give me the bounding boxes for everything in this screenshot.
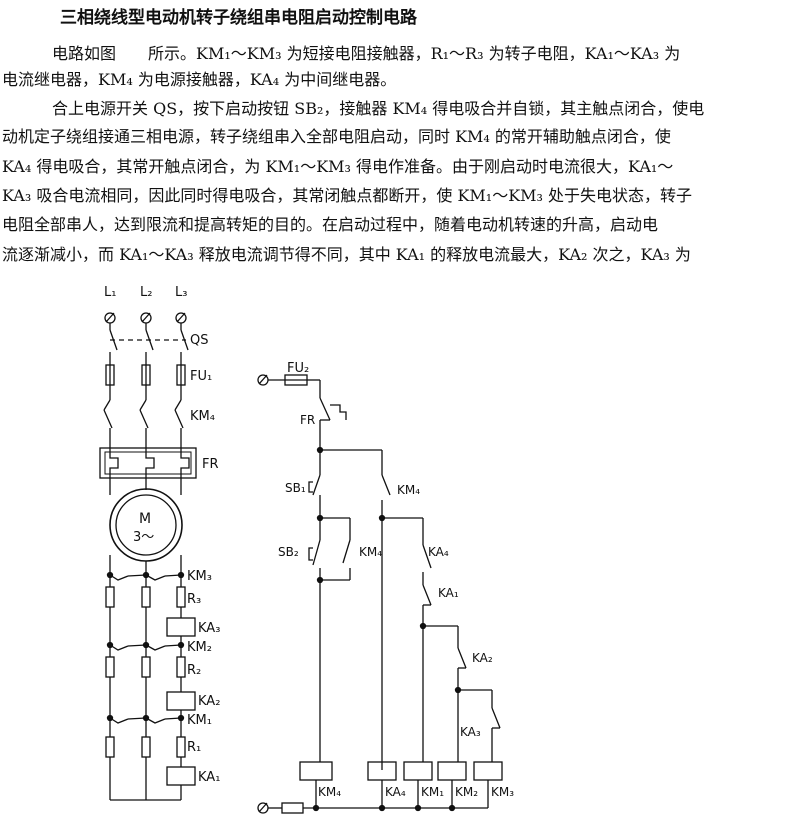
fr-thermal-relay xyxy=(99,447,197,479)
label-L1: L₁ xyxy=(104,285,116,300)
coil-km2 xyxy=(437,761,467,781)
control-terminal-bottom xyxy=(257,802,269,814)
label-coil-KA4: KA₄ xyxy=(385,785,406,799)
label-SB2: SB₂ xyxy=(278,545,299,559)
paragraph-1-line-2: 电流继电器，KM₄ 为电源接触器，KA₄ 为中间继电器。 xyxy=(2,70,397,89)
sb2-start-button xyxy=(308,539,321,580)
bottom-fuse xyxy=(281,802,304,814)
label-R1: R₁ xyxy=(187,740,201,755)
label-L3: L₃ xyxy=(175,285,187,300)
r3-resistors xyxy=(105,585,186,640)
paragraph-2-line-2: 动机定子绕组接通三相电源，转子绕组串入全部电阻启动，同时 KM₄ 的常开辅助触点… xyxy=(2,127,671,146)
paragraph-2-line-6: 流逐渐减小，而 KA₁～KA₃ 释放电流调节得不同，其中 KA₁ 的释放电流最大… xyxy=(2,245,691,264)
label-KA2: KA₂ xyxy=(198,694,220,709)
label-KA2-contact: KA₂ xyxy=(472,651,493,665)
ka4-contact xyxy=(422,544,432,585)
ka1-contact xyxy=(422,584,432,626)
motor-phase-label: 3～ xyxy=(133,530,154,545)
r2-resistors xyxy=(105,655,186,715)
paragraph-2-line-3: KA₄ 得电吸合，其常开触点闭合，为 KM₁～KM₃ 得电作准备。由于刚启动时电… xyxy=(2,157,674,176)
coil-km4 xyxy=(299,761,333,781)
document-title: 三相绕线型电动机转子绕组串电阻启动控制电路 xyxy=(60,8,417,28)
ka1-coil xyxy=(166,766,196,786)
phase-terminals xyxy=(104,312,187,324)
label-FU2: FU₂ xyxy=(287,361,309,376)
paragraph-1-line-1: 电路如图 所示。KM₁～KM₃ 为短接电阻接触器，R₁～R₃ 为转子电阻，KA₁… xyxy=(52,44,681,63)
label-KM2-main: KM₂ xyxy=(187,640,212,655)
main-circuit: L₁ L₂ L₃ QS FU₁ xyxy=(99,285,220,801)
fr-nc-contact xyxy=(319,397,347,450)
label-FR-control: FR xyxy=(300,413,315,427)
r1-resistors xyxy=(105,735,186,800)
km4-aux-contact-top xyxy=(381,474,391,770)
label-KM4-contact-hold: KM₄ xyxy=(359,545,382,559)
km1-bypass-contacts xyxy=(106,714,185,735)
paragraph-2-line-5: 电阻全部串人，达到限流和提高转矩的目的。在启动过程中，随着电动机转速的升高，启动… xyxy=(2,215,659,234)
coil-km1 xyxy=(403,761,433,781)
label-KA3-contact: KA₃ xyxy=(460,725,481,739)
label-KM4-contact-top: KM₄ xyxy=(397,483,420,497)
label-R3: R₃ xyxy=(187,592,201,607)
label-KM1-main: KM₁ xyxy=(187,713,212,728)
label-KA3: KA₃ xyxy=(198,621,220,636)
paragraph-2-line-1: 合上电源开关 QS，按下启动按钮 SB₂，接触器 KM₄ 得电吸合并自锁，其主触… xyxy=(52,99,705,118)
label-KA4-contact: KA₄ xyxy=(428,545,449,559)
km2-bypass-contacts xyxy=(106,640,185,655)
sb1-stop-button xyxy=(308,450,321,518)
label-R2: R₂ xyxy=(187,663,201,678)
control-circuit: FU₂ FR SB₁ KM₄ xyxy=(257,361,514,814)
label-coil-KM1: KM₁ xyxy=(421,785,444,799)
label-SB1: SB₁ xyxy=(285,481,306,495)
label-QS: QS xyxy=(190,333,208,348)
qs-switch xyxy=(109,323,189,365)
label-coil-KM2: KM₂ xyxy=(455,785,478,799)
label-coil-KM4: KM₄ xyxy=(318,785,341,799)
ka2-coil xyxy=(166,691,196,711)
label-KA1: KA₁ xyxy=(198,770,220,785)
paragraph-2-line-4: KA₃ 吸合电流相同，因此同时得电吸合，其常闭触点都断开，使 KM₁～KM₃ 处… xyxy=(2,186,693,205)
ka3-coil xyxy=(166,617,196,637)
fu1-fuses xyxy=(105,364,186,400)
label-coil-KM3: KM₃ xyxy=(491,785,514,799)
label-L2: L₂ xyxy=(140,285,152,300)
ka3-contact xyxy=(491,707,501,762)
label-FU1: FU₁ xyxy=(190,369,212,384)
label-KM4-main: KM₄ xyxy=(190,409,215,424)
document-text: 三相绕线型电动机转子绕组串电阻启动控制电路 电路如图 所示。KM₁～KM₃ 为短… xyxy=(0,0,807,270)
km3-bypass-contacts xyxy=(106,571,185,585)
ka2-contact xyxy=(457,647,467,690)
label-FR-main: FR xyxy=(202,457,219,472)
motor-label: M xyxy=(139,511,151,527)
label-KM3-main: KM₃ xyxy=(187,569,212,584)
km4-main-contacts xyxy=(103,399,184,448)
km4-hold-contact xyxy=(316,539,351,762)
coil-km3 xyxy=(473,761,503,781)
label-KA1-contact: KA₁ xyxy=(438,586,459,600)
